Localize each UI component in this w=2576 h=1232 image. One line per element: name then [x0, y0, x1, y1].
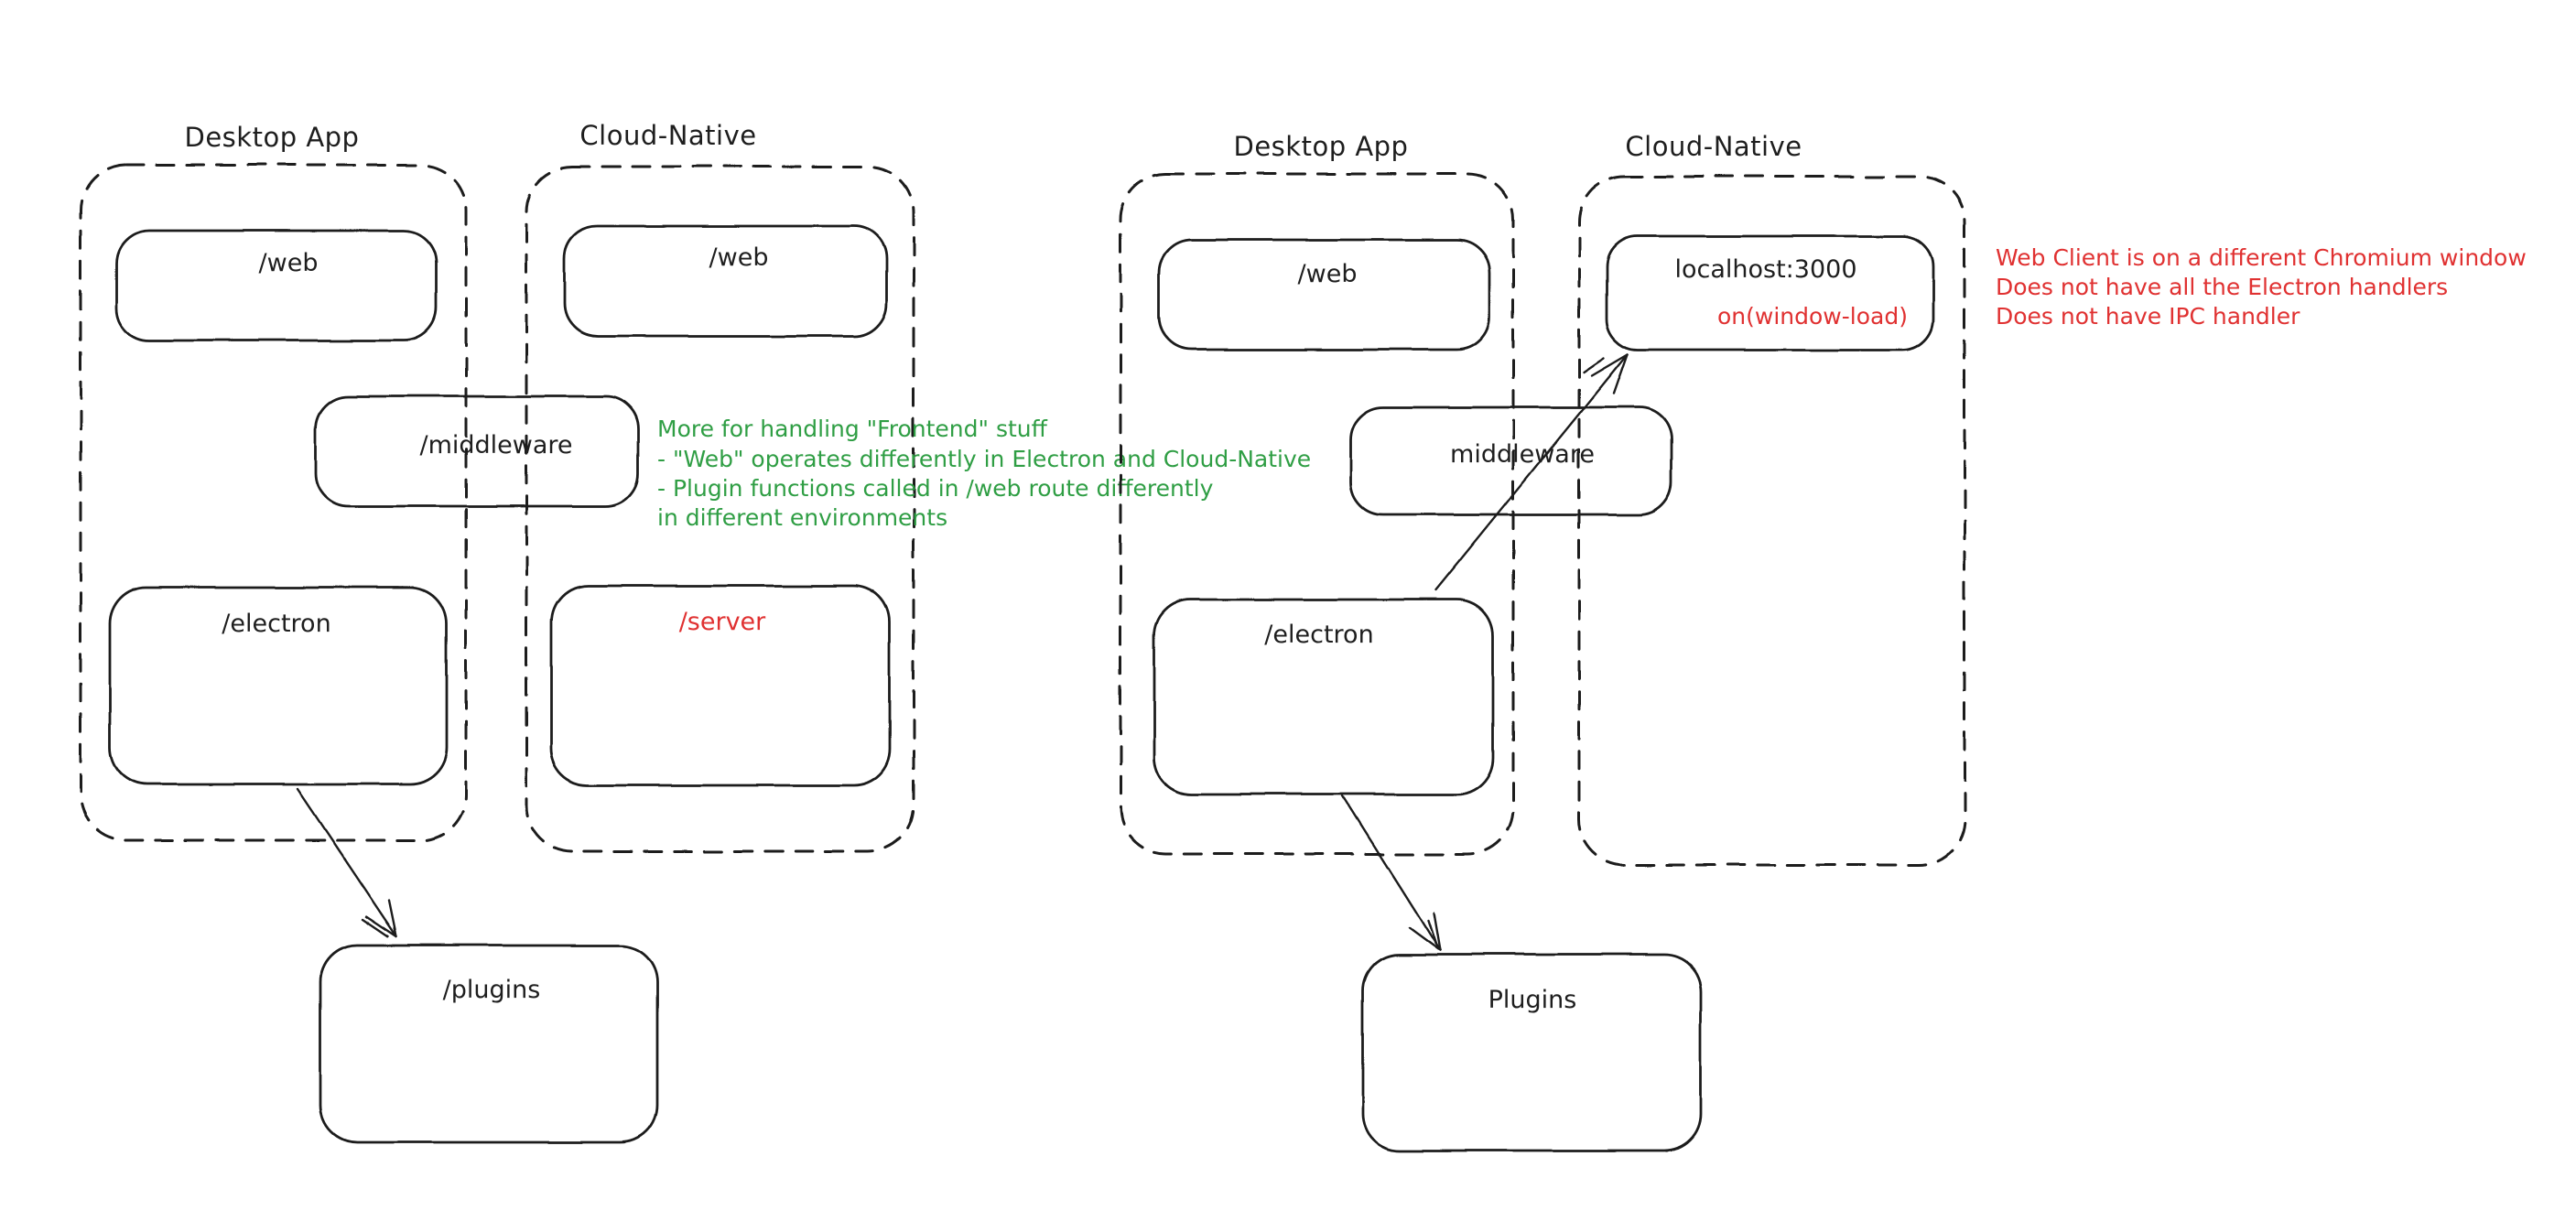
right-plugins-box	[1361, 953, 1703, 1152]
right-middleware-label: middleware	[1450, 440, 1595, 469]
left-cloud-native-label: Cloud-Native	[579, 120, 756, 151]
green-note-line-1: More for handling "Frontend" stuff	[657, 416, 1048, 442]
right-cloud-native-label: Cloud-Native	[1625, 131, 1802, 162]
left-server-label: /server	[679, 608, 766, 636]
left-desktop-app-label: Desktop App	[185, 122, 360, 153]
left-desktop-app-container	[79, 163, 468, 842]
right-desktop-app-label: Desktop App	[1234, 131, 1409, 162]
left-web-desktop-box	[114, 229, 438, 342]
left-electron-to-plugins-arrow	[296, 787, 398, 938]
right-electron-box	[1153, 598, 1495, 796]
red-note-line-2: Does not have all the Electron handlers	[1996, 274, 2448, 300]
left-web-desktop-label: /web	[259, 249, 319, 277]
left-server-box	[549, 584, 892, 787]
right-localhost-label: localhost:3000	[1674, 255, 1856, 284]
left-middleware-box	[314, 394, 640, 508]
left-cloud-native-container	[525, 165, 915, 853]
red-note-line-3: Does not have IPC handler	[1996, 303, 2300, 330]
green-note-line-4: in different environments	[657, 504, 947, 531]
green-note-line-3: - Plugin functions called in /web route …	[657, 475, 1214, 502]
right-cloud-native-container	[1577, 175, 1966, 867]
right-localhost-event-label: on(window-load)	[1717, 303, 1908, 330]
right-localhost-box	[1605, 234, 1935, 351]
right-electron-to-plugins-arrow	[1341, 794, 1442, 952]
green-note-line-2: - "Web" operates differently in Electron…	[657, 446, 1311, 472]
red-note: Web Client is on a different Chromium wi…	[1996, 244, 2527, 330]
right-middleware-box	[1348, 405, 1673, 516]
left-middleware-label: /middleware	[419, 431, 572, 459]
right-plugins-label: Plugins	[1488, 986, 1577, 1014]
left-plugins-box	[319, 944, 659, 1144]
right-electron-to-localhost-arrow	[1434, 352, 1629, 592]
left-electron-label: /electron	[222, 610, 330, 638]
left-plugins-label: /plugins	[443, 976, 541, 1004]
left-web-cloud-label: /web	[709, 243, 769, 272]
left-electron-box	[108, 586, 449, 786]
green-note: More for handling "Frontend" stuff - "We…	[657, 416, 1311, 531]
right-electron-label: /electron	[1264, 621, 1373, 649]
right-web-box	[1157, 238, 1491, 351]
left-web-cloud-box	[563, 224, 888, 338]
red-note-line-1: Web Client is on a different Chromium wi…	[1996, 244, 2527, 271]
right-web-label: /web	[1298, 260, 1358, 288]
